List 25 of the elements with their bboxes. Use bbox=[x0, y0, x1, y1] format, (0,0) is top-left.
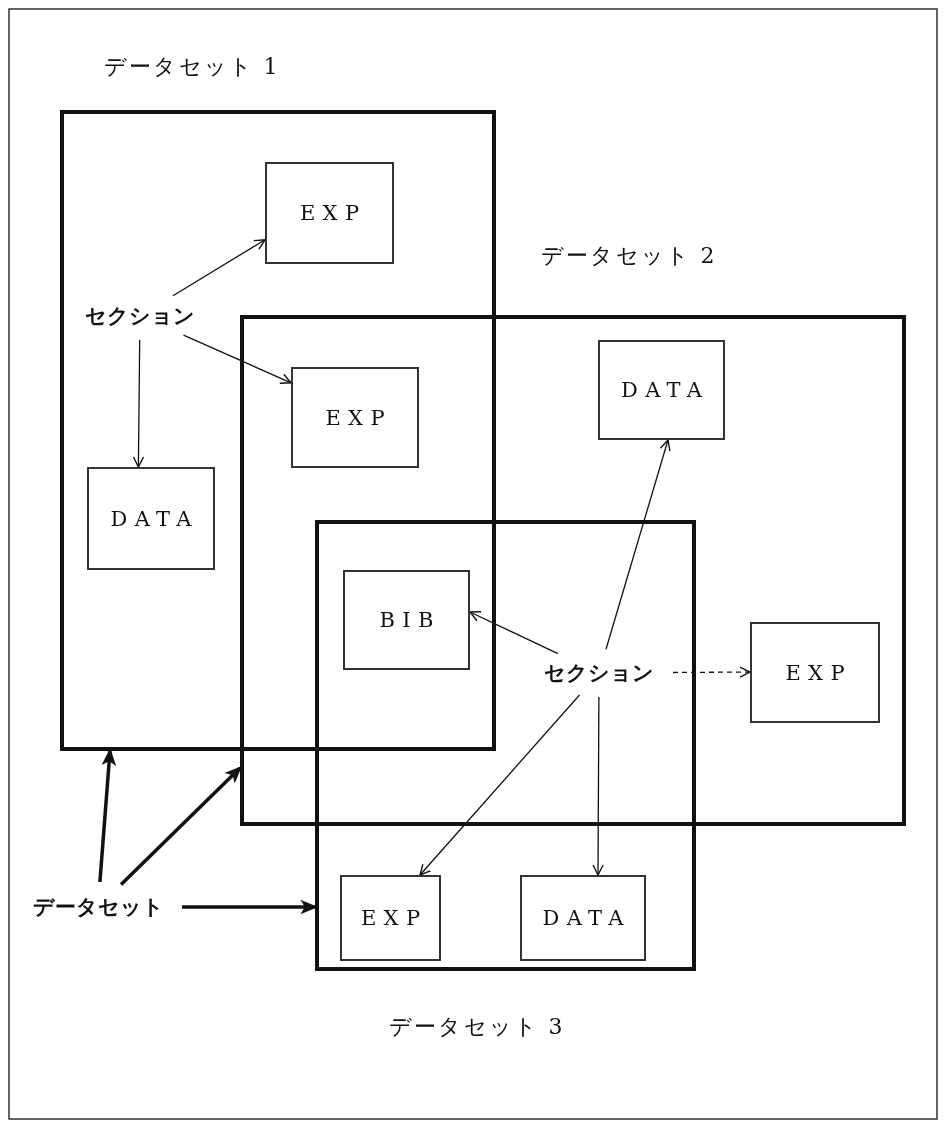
section-box: DATA bbox=[520, 875, 646, 961]
dataset-heading: データセット 1 bbox=[104, 53, 280, 81]
thick-arrow bbox=[98, 748, 117, 883]
section-box: BIB bbox=[343, 570, 470, 670]
section-box: EXP bbox=[291, 367, 419, 468]
arrow bbox=[132, 339, 145, 468]
dataset-label: データセット bbox=[22, 890, 174, 924]
section-box: DATA bbox=[87, 467, 215, 570]
dataset-heading: データセット 3 bbox=[389, 1013, 565, 1041]
section-box: EXP bbox=[265, 162, 394, 264]
thick-arrow bbox=[182, 899, 318, 915]
thick-arrow bbox=[119, 765, 243, 886]
section-label: セクション bbox=[533, 657, 665, 689]
arrow bbox=[469, 611, 559, 655]
dashed-arrow bbox=[672, 666, 751, 678]
section-label: セクション bbox=[75, 300, 205, 332]
arrow bbox=[172, 239, 266, 297]
section-box: DATA bbox=[598, 340, 725, 440]
arrow bbox=[419, 694, 581, 876]
section-box: EXP bbox=[750, 622, 880, 723]
arrow bbox=[592, 696, 604, 876]
arrow bbox=[182, 334, 292, 384]
section-box: EXP bbox=[340, 875, 441, 961]
arrow bbox=[605, 439, 671, 650]
dataset-heading: データセット 2 bbox=[541, 242, 717, 270]
